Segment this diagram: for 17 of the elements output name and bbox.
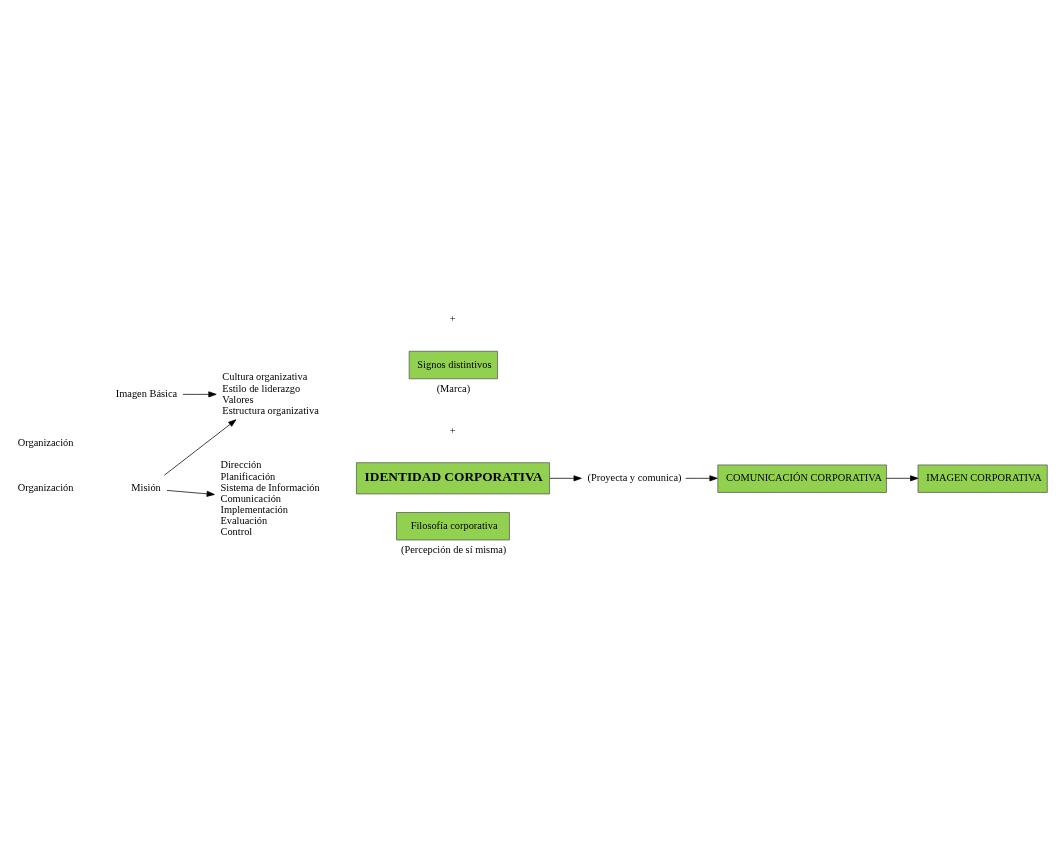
node-text: Imagen Básica xyxy=(115,388,178,400)
arrow xyxy=(166,490,215,497)
label: + xyxy=(449,313,456,325)
label: + xyxy=(449,424,456,436)
node-text: Dirección Planificación Sistema de Información Comunicación Implementación Evaluación Control xyxy=(220,459,320,538)
arrow xyxy=(549,475,582,482)
arrow xyxy=(164,419,237,476)
arrow xyxy=(182,391,217,398)
node-label: (Percepción de sí misma) xyxy=(400,543,507,555)
arrow xyxy=(685,475,718,482)
node-text: Cultura organizativa Estilo de liderazgo Valores Estructura organizativa xyxy=(222,371,319,416)
arrow xyxy=(885,475,919,482)
label: Organización xyxy=(17,482,74,494)
node-label: (Marca) xyxy=(436,382,471,394)
node-text: Misión xyxy=(131,482,161,494)
node-text: (Proyecta y comunica) xyxy=(587,472,682,484)
label: Organización xyxy=(17,437,74,449)
